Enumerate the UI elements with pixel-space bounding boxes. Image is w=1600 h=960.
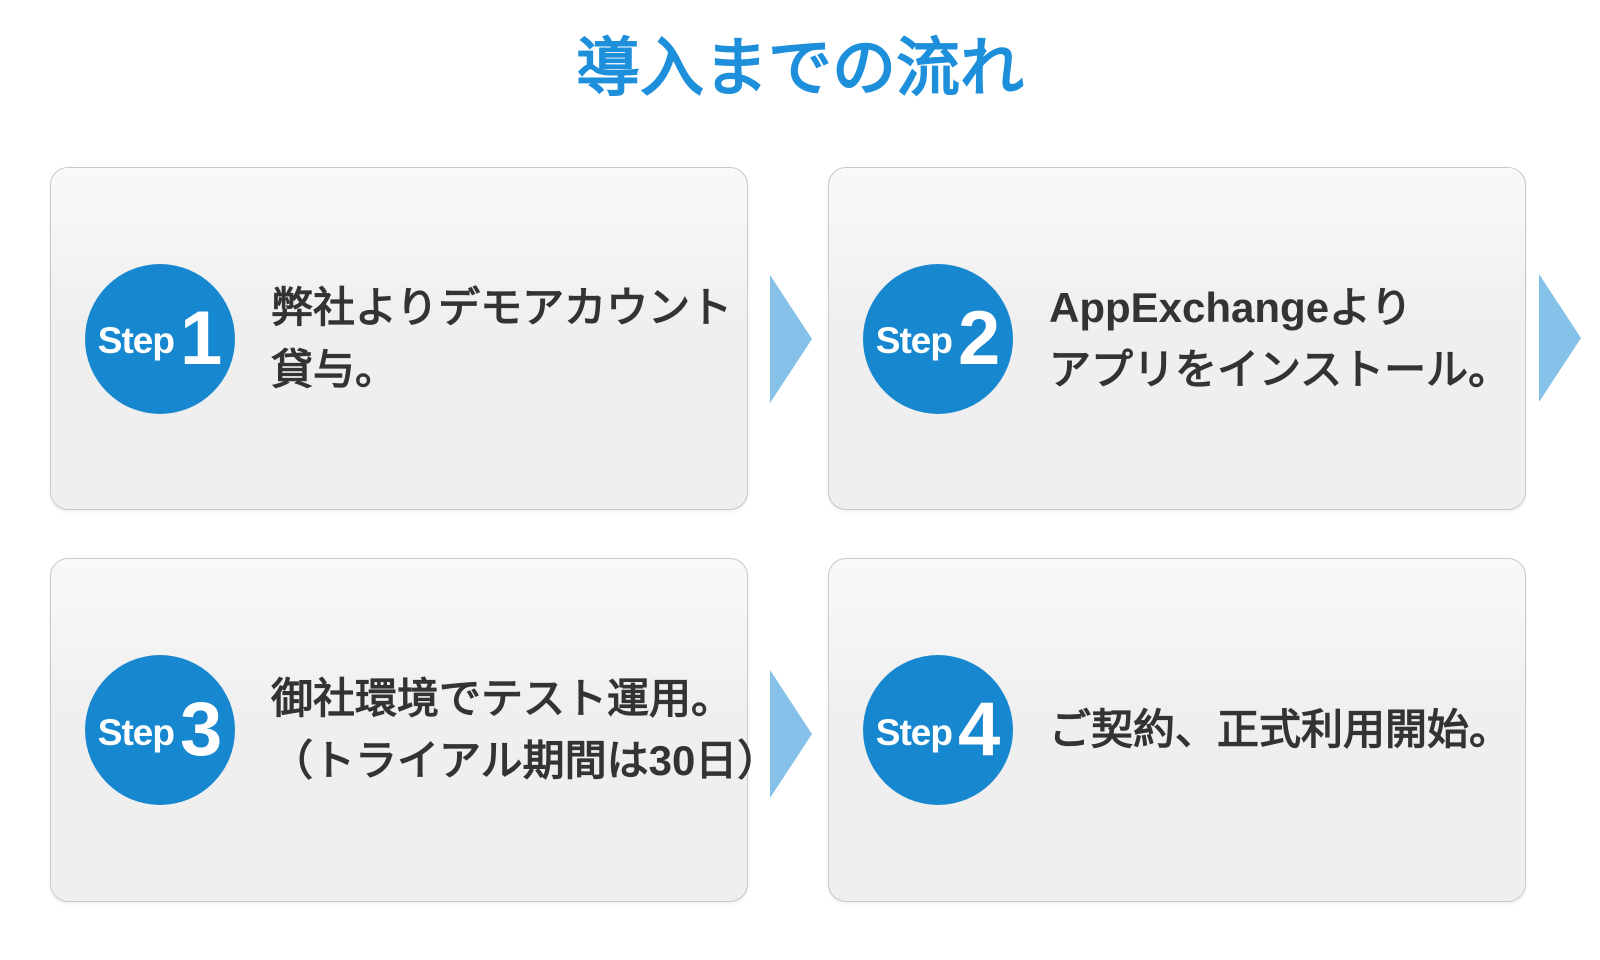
step-card-4: Step 4 ご契約、正式利用開始。 [828, 558, 1526, 902]
step-3-label: Step [97, 711, 175, 753]
right-arrow-icon [770, 670, 812, 798]
step-2-number: 2 [957, 295, 1001, 381]
step-2-line-2: アプリをインストール。 [1049, 345, 1511, 393]
step-3-description: 御社環境でテスト運用。 （トライアル期間は30日） [271, 668, 780, 792]
step-4-label: Step [875, 711, 953, 753]
right-arrow-icon [1539, 274, 1581, 402]
page-title: 導入までの流れ [576, 32, 1024, 104]
step-4-line-1: ご契約、正式利用開始。 [1049, 706, 1512, 753]
step-3-number: 3 [179, 687, 223, 772]
step-1-number: 1 [179, 295, 223, 381]
step-card-1: Step 1 弊社よりデモアカウント 貸与。 [50, 167, 748, 510]
step-1-badge: Step 1 [85, 263, 235, 414]
step-4-description: ご契約、正式利用開始。 [1049, 699, 1512, 761]
step-card-3: Step 3 御社環境でテスト運用。 （トライアル期間は30日） [50, 558, 780, 902]
step-1-line-2: 貸与。 [271, 345, 398, 393]
step-1-label: Step [97, 320, 175, 361]
step-2-line-1: AppExchangeより [1049, 283, 1413, 331]
step-2-badge: Step 2 [863, 263, 1013, 414]
step-2-label: Step [875, 320, 953, 361]
step-4-number: 4 [957, 687, 1001, 772]
step-2-description: AppExchangeより アプリをインストール。 [1049, 277, 1511, 401]
step-3-badge: Step 3 [85, 655, 235, 805]
right-arrow-icon [770, 275, 812, 403]
step-1-description: 弊社よりデモアカウント 貸与。 [271, 277, 733, 401]
step-1-line-1: 弊社よりデモアカウント [271, 283, 733, 331]
step-3-line-2: （トライアル期間は30日） [271, 737, 780, 784]
step-4-badge: Step 4 [863, 655, 1013, 805]
step-card-2: Step 2 AppExchangeより アプリをインストール。 [828, 167, 1526, 510]
step-3-line-1: 御社環境でテスト運用。 [271, 675, 734, 722]
